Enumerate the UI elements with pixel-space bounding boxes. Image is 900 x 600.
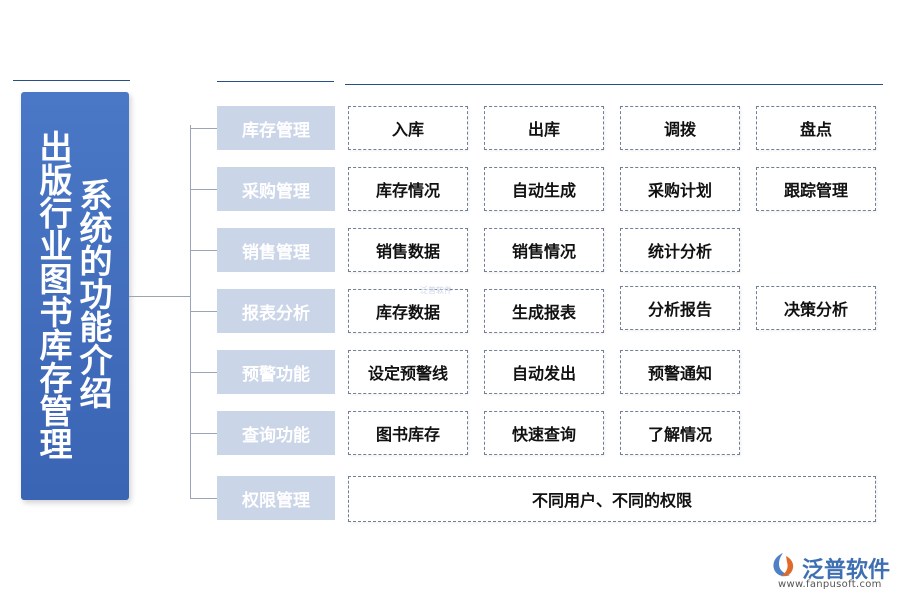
category-label: 报表分析 xyxy=(217,289,335,333)
connector-branch xyxy=(190,498,217,499)
feature-item: 设定预警线 xyxy=(348,350,468,394)
connector-trunk xyxy=(129,296,191,297)
connector-branch xyxy=(190,433,217,434)
feature-item: 库存情况 xyxy=(348,167,468,211)
feature-item: 了解情况 xyxy=(620,411,740,455)
category-label: 销售管理 xyxy=(217,228,335,272)
feature-item: 自动生成 xyxy=(484,167,604,211)
feature-item: 采购计划 xyxy=(620,167,740,211)
feature-item: 统计分析 xyxy=(620,228,740,272)
brand-logo: 泛普软件 www.fanpusoft.com xyxy=(764,548,894,594)
feature-item: 盘点 xyxy=(756,106,876,150)
feature-item: 分析报告 xyxy=(620,286,740,330)
feature-item: 生成报表 xyxy=(484,289,604,333)
title-main: 出版行业图书库存管理 xyxy=(34,130,73,460)
feature-item: 库存数据 xyxy=(348,289,468,333)
category-label: 权限管理 xyxy=(217,476,335,520)
feature-item: 不同用户、不同的权限 xyxy=(348,476,876,522)
top-line-left xyxy=(13,80,130,81)
connector-branch xyxy=(190,311,217,312)
connector-branch xyxy=(190,250,217,251)
feature-item: 图书库存 xyxy=(348,411,468,455)
logo-mark-icon xyxy=(773,553,794,577)
feature-item: 决策分析 xyxy=(756,286,876,330)
logo-name: 泛普软件 xyxy=(802,558,891,583)
title-box: 出版行业图书库存管理 系统的功能介绍 xyxy=(21,92,129,500)
feature-item: 跟踪管理 xyxy=(756,167,876,211)
logo-url: www.fanpusoft.com xyxy=(778,579,882,590)
category-label: 库存管理 xyxy=(217,106,335,150)
connector-branch xyxy=(190,128,217,129)
feature-item: 销售情况 xyxy=(484,228,604,272)
feature-item: 自动发出 xyxy=(484,350,604,394)
connector-branch xyxy=(190,189,217,190)
title-sub: 系统的功能介绍 xyxy=(74,178,113,409)
top-line-middle xyxy=(217,81,334,82)
top-line-right xyxy=(345,84,883,85)
feature-item: 调拨 xyxy=(620,106,740,150)
category-label: 预警功能 xyxy=(217,350,335,394)
connector-branch xyxy=(190,372,217,373)
category-label: 采购管理 xyxy=(217,167,335,211)
category-label: 查询功能 xyxy=(217,411,335,455)
feature-item: 销售数据 xyxy=(348,228,468,272)
feature-item: 出库 xyxy=(484,106,604,150)
watermark: 泛普软件 xyxy=(420,286,452,295)
feature-item: 预警通知 xyxy=(620,350,740,394)
feature-item: 入库 xyxy=(348,106,468,150)
feature-item: 快速查询 xyxy=(484,411,604,455)
